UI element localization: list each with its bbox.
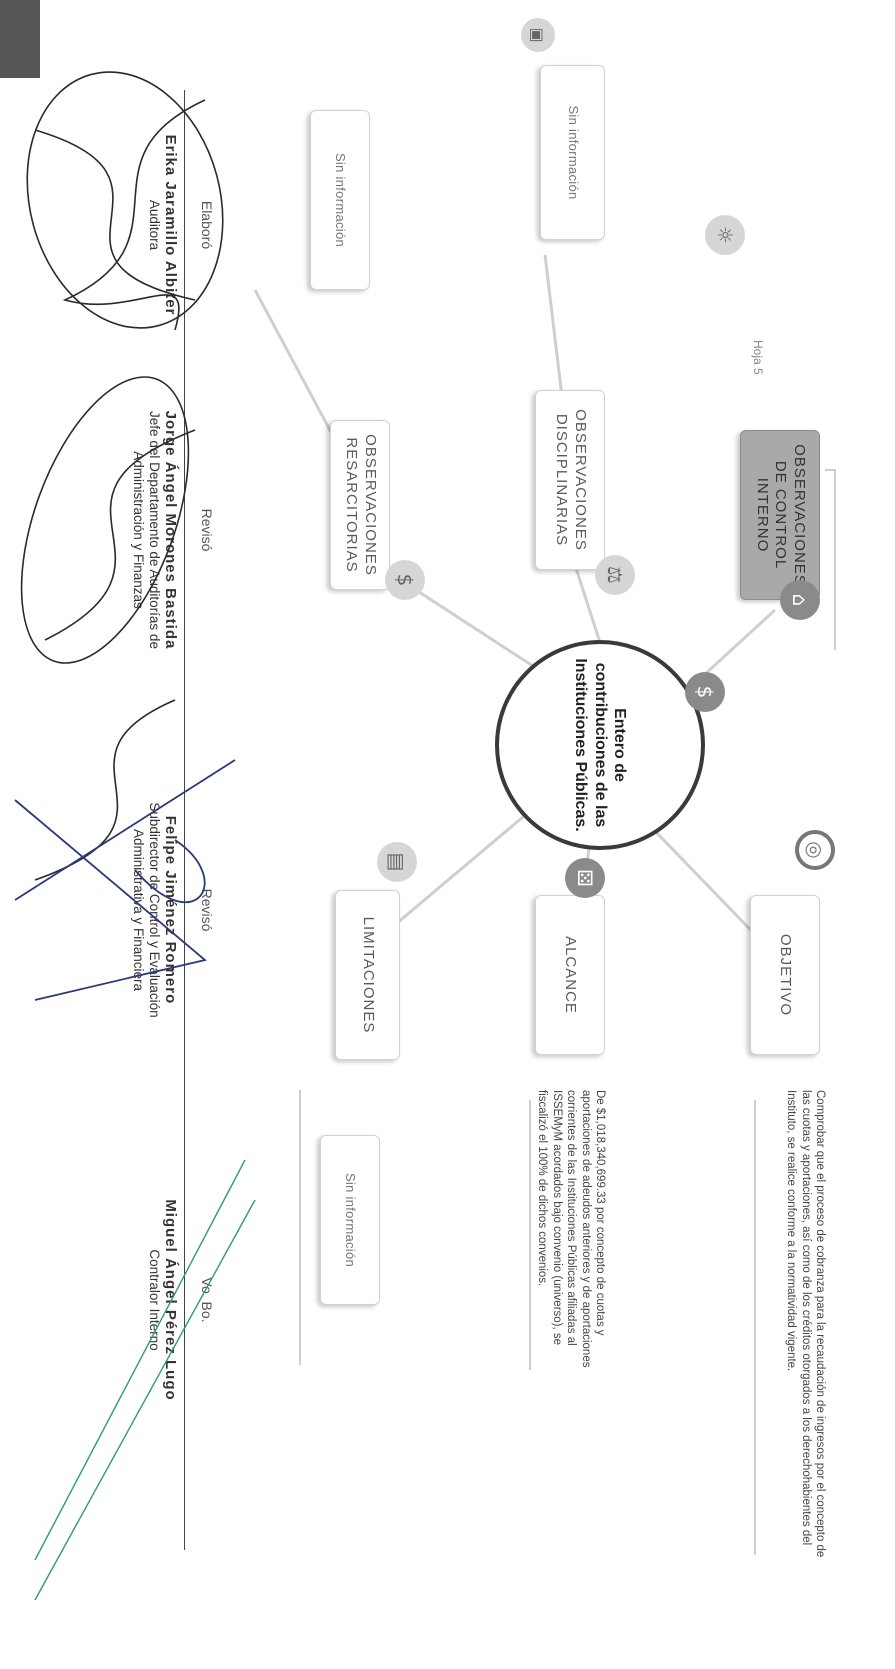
scan-corner-mark [0, 0, 40, 78]
